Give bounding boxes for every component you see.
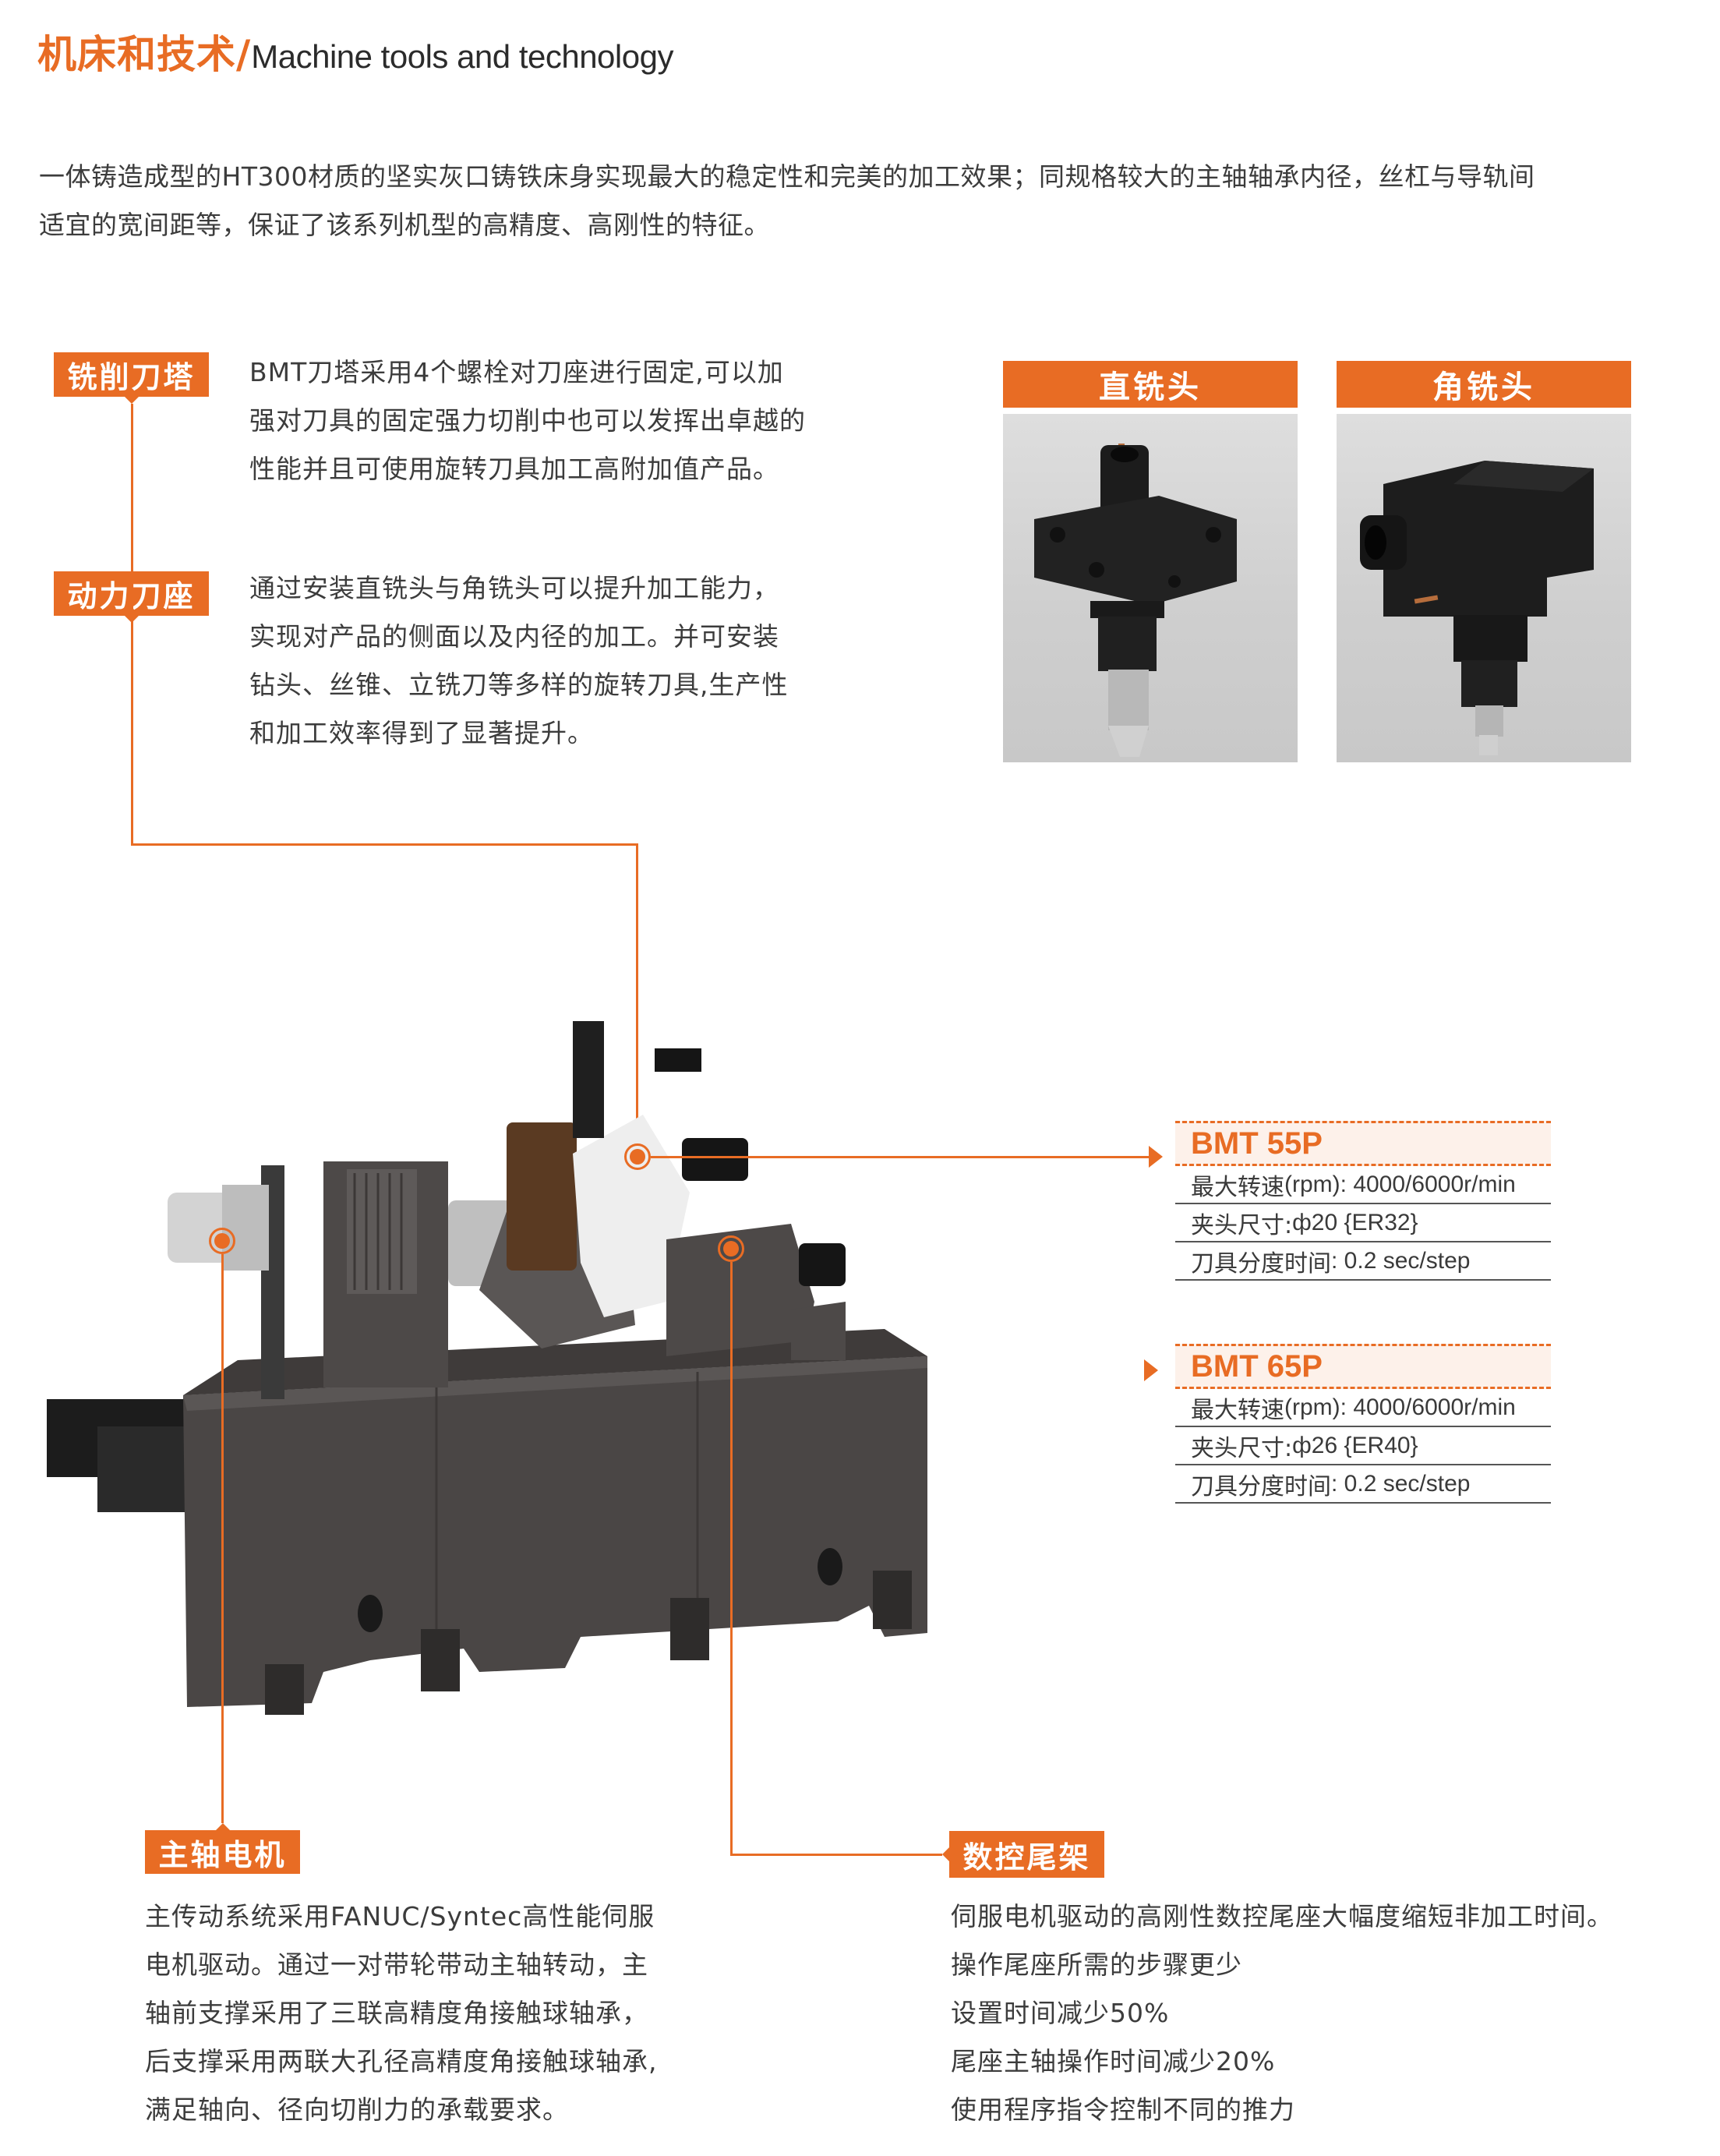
- intro-line: 适宜的宽间距等，保证了该系列机型的高精度、高刚性的特征。: [39, 210, 770, 240]
- desc-line: 设置时间减少50%: [951, 1998, 1170, 2028]
- cnc-lathe-icon: [47, 1021, 927, 1727]
- cnc-tailstock-description: 伺服电机驱动的高刚性数控尾座大幅度缩短非加工时间。 操作尾座所需的步骤更少 设置…: [951, 1893, 1613, 2134]
- desc-line: 操作尾座所需的步骤更少: [951, 1949, 1242, 1980]
- intro-line: 一体铸造成型的HT300材质的坚实灰口铸铁床身实现最大的稳定性和完美的加工效果；…: [39, 161, 1535, 192]
- spindle-motor-badge: 主轴电机: [145, 1823, 300, 1874]
- desc-line: 主传动系统采用FANUC/Syntec高性能伺服: [145, 1901, 655, 1932]
- angle-milling-head-icon: [1360, 461, 1594, 755]
- spec-value: ф20 {ER32}: [1292, 1209, 1418, 1235]
- connector-line: [636, 843, 638, 1143]
- turret-description: BMT刀塔采用4个螺栓对刀座进行固定,可以加 强对刀具的固定强力切削中也可以发挥…: [249, 348, 806, 493]
- spec-value: (rpm): 4000/6000r/min: [1284, 1171, 1516, 1197]
- desc-line: BMT刀塔采用4个螺栓对刀座进行固定,可以加: [249, 357, 784, 387]
- angle-milling-head-image: [1337, 414, 1631, 762]
- spec-model-label: BMT 55P: [1191, 1126, 1323, 1161]
- connector-line: [730, 1854, 942, 1856]
- photo-label: 角铣头: [1432, 369, 1535, 405]
- spec-row-index-time: 刀具分度时间: 0.2 sec/step: [1175, 1242, 1551, 1281]
- spec-row-max-speed: 最大转速(rpm): 4000/6000r/min: [1175, 1389, 1551, 1427]
- power-holder-description: 通过安装直铣头与角铣头可以提升加工能力， 实现对产品的侧面以及内径的加工。并可安…: [249, 564, 789, 758]
- spec-key: 夹头尺寸:: [1191, 1434, 1293, 1462]
- desc-line: 通过安装直铣头与角铣头可以提升加工能力，: [249, 573, 779, 603]
- spec-key: 最大转速: [1191, 1396, 1284, 1424]
- spec-key: 刀具分度时间: [1191, 1249, 1331, 1278]
- desc-line: 强对刀具的固定强力切削中也可以发挥出卓越的: [249, 405, 806, 436]
- desc-line: 满足轴向、径向切削力的承载要求。: [145, 2094, 569, 2125]
- turret-badge: 铣削刀塔: [54, 352, 209, 404]
- desc-line: 后支撑采用两联大孔径高精度角接触球轴承,: [145, 2046, 658, 2076]
- connector-line: [131, 404, 133, 845]
- badge-pointer: [942, 1847, 949, 1861]
- tailstock-callout-dot: [718, 1235, 744, 1262]
- connector-line: [651, 1156, 1150, 1158]
- badge-pointer: [124, 397, 139, 404]
- spec-model-label: BMT 65P: [1191, 1348, 1323, 1384]
- arrow-right-icon: [1149, 1146, 1163, 1168]
- turret-label: 铣削刀塔: [67, 360, 196, 394]
- desc-line: 轴前支撑采用了三联高精度角接触球轴承，: [145, 1998, 648, 2028]
- desc-line: 和加工效率得到了显著提升。: [249, 718, 594, 748]
- straight-head-title: 直铣头: [1003, 361, 1298, 408]
- desc-line: 性能并且可使用旋转刀具加工高附加值产品。: [249, 454, 779, 484]
- spec-box-bmt65p: BMT 65P 最大转速(rpm): 4000/6000r/min 夹头尺寸: …: [1175, 1344, 1551, 1504]
- desc-line: 伺服电机驱动的高刚性数控尾座大幅度缩短非加工时间。: [951, 1901, 1613, 1932]
- title-en: Machine tools and technology: [251, 38, 673, 75]
- straight-milling-head-image: [1003, 414, 1298, 762]
- page-title: 机床和技术/ Machine tools and technology: [37, 23, 673, 77]
- spec-model: BMT 65P: [1175, 1344, 1551, 1389]
- spec-value: ф26 {ER40}: [1292, 1432, 1418, 1458]
- turret-callout-dot: [624, 1143, 651, 1170]
- spec-box-bmt55p: BMT 55P 最大转速(rpm): 4000/6000r/min 夹头尺寸: …: [1175, 1121, 1551, 1281]
- desc-line: 钻头、丝锥、立铣刀等多样的旋转刀具,生产性: [249, 670, 789, 700]
- title-zh: 机床和技术/: [37, 32, 252, 77]
- cnc-tailstock-label: 数控尾架: [962, 1840, 1091, 1875]
- spec-row-max-speed: 最大转速(rpm): 4000/6000r/min: [1175, 1166, 1551, 1204]
- connector-line: [221, 1254, 224, 1823]
- spec-row-chuck-size: 夹头尺寸: ф26 {ER40}: [1175, 1427, 1551, 1465]
- desc-line: 电机驱动。通过一对带轮带动主轴转动，主: [145, 1949, 648, 1980]
- desc-line: 使用程序指令控制不同的推力: [951, 2094, 1295, 2125]
- arrow-right-icon: [1144, 1359, 1158, 1381]
- angle-head-title: 角铣头: [1337, 361, 1631, 408]
- lathe-machine-image: [43, 935, 939, 1727]
- cnc-tailstock-badge: 数控尾架: [942, 1831, 1104, 1878]
- spec-row-index-time: 刀具分度时间: 0.2 sec/step: [1175, 1465, 1551, 1504]
- connector-line: [730, 1262, 733, 1856]
- desc-line: 尾座主轴操作时间减少20%: [951, 2046, 1276, 2076]
- spindle-motor-callout-dot: [209, 1228, 235, 1254]
- spec-value: : 0.2 sec/step: [1331, 1247, 1471, 1274]
- spindle-motor-description: 主传动系统采用FANUC/Syntec高性能伺服 电机驱动。通过一对带轮带动主轴…: [145, 1893, 658, 2134]
- spec-model: BMT 55P: [1175, 1121, 1551, 1166]
- photo-label: 直铣头: [1099, 369, 1202, 405]
- spec-key: 夹头尺寸:: [1191, 1211, 1293, 1239]
- spec-row-chuck-size: 夹头尺寸: ф20 {ER32}: [1175, 1204, 1551, 1242]
- desc-line: 实现对产品的侧面以及内径的加工。并可安装: [249, 621, 779, 652]
- spec-value: : 0.2 sec/step: [1331, 1470, 1471, 1497]
- spec-value: (rpm): 4000/6000r/min: [1284, 1394, 1516, 1420]
- power-holder-label: 动力刀座: [67, 579, 196, 613]
- badge-pointer: [215, 1823, 230, 1830]
- spindle-motor-label: 主轴电机: [158, 1837, 287, 1872]
- intro-paragraph: 一体铸造成型的HT300材质的坚实灰口铸铁床身实现最大的稳定性和完美的加工效果；…: [39, 153, 1707, 249]
- spec-key: 最大转速: [1191, 1173, 1284, 1201]
- straight-milling-head-icon: [1034, 444, 1237, 757]
- spec-key: 刀具分度时间: [1191, 1472, 1331, 1500]
- connector-line: [131, 843, 638, 846]
